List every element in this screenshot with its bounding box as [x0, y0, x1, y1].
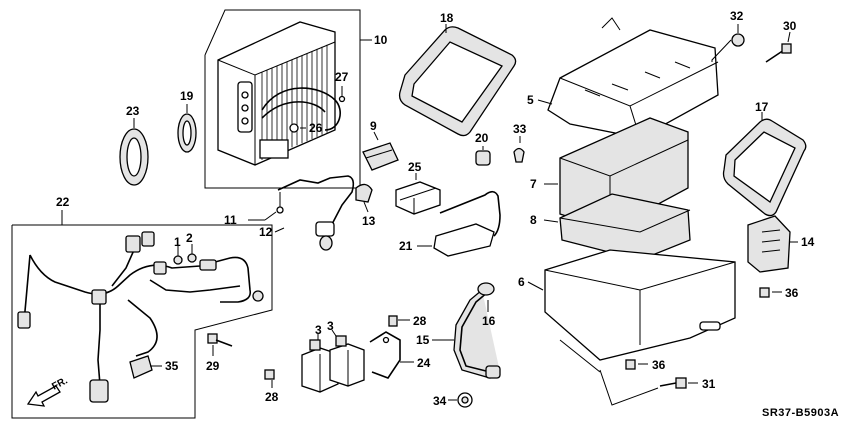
bracket-24: 24 [369, 331, 431, 379]
clamp-34: 34 [433, 392, 473, 408]
callout-11: 11 [224, 213, 237, 227]
callout-35: 35 [165, 359, 179, 373]
evaporator-group: 10 27 26 [204, 9, 388, 189]
callout-2: 2 [186, 231, 193, 245]
callout-15: 15 [416, 333, 430, 347]
wire-harness-22: 22 1 2 [11, 195, 273, 419]
callout-31: 31 [702, 377, 716, 391]
sensor-35: 35 [129, 355, 179, 379]
callout-5: 5 [527, 93, 534, 107]
callout-6: 6 [518, 275, 525, 289]
callout-21: 21 [399, 239, 413, 253]
lower-case-6: 6 [518, 249, 736, 373]
callout-14: 14 [801, 235, 815, 249]
callout-27: 27 [335, 70, 349, 84]
callout-36-right: 36 [785, 286, 799, 300]
callout-18: 18 [440, 11, 454, 25]
callout-7: 7 [530, 177, 537, 191]
thermostat-11: 11 12 [224, 175, 355, 251]
nut-32: 32 [711, 9, 745, 62]
evaporator-core [217, 21, 341, 166]
actuator-21: 21 [399, 190, 501, 257]
callout-30: 30 [783, 19, 797, 33]
callout-17: 17 [755, 100, 769, 114]
screw-36-right: 36 [759, 286, 799, 300]
callout-3-right: 3 [327, 319, 334, 333]
callout-19: 19 [180, 89, 194, 103]
front-direction-arrow: FR. [26, 375, 70, 407]
diagram-code: SR37-B5903A [762, 407, 839, 419]
bolt-31: 31 [599, 369, 716, 406]
callout-16: 16 [482, 314, 496, 328]
screw-30: 30 [765, 19, 797, 63]
screw-28-upper: 28 [388, 314, 427, 328]
grommet-19: 19 [177, 89, 197, 153]
grommet-23: 23 [119, 104, 149, 186]
clip-9: 9 [362, 119, 399, 171]
relay-3-right: 3 [327, 319, 365, 387]
callout-13: 13 [362, 214, 376, 228]
callout-28-upper: 28 [413, 314, 427, 328]
seal-18: 18 [398, 11, 517, 137]
drain-hose-15: 16 15 [416, 282, 501, 379]
callout-10: 10 [374, 33, 388, 47]
callout-26: 26 [309, 121, 323, 135]
callout-22: 22 [56, 195, 70, 209]
callout-25: 25 [408, 160, 422, 174]
callout-9: 9 [370, 119, 377, 133]
middle-case-7: 7 [530, 117, 689, 231]
filter-8: 8 [530, 193, 691, 261]
screw-28-lower: 28 [264, 369, 279, 404]
relay-3-left: 3 [301, 323, 339, 393]
motor-20: 20 [475, 131, 491, 166]
callout-8: 8 [530, 213, 537, 227]
clip-33: 33 [513, 122, 527, 163]
callout-3-left: 3 [315, 323, 322, 337]
front-direction-label: FR. [50, 375, 70, 392]
callout-36-lower: 36 [652, 358, 666, 372]
callout-34: 34 [433, 394, 447, 408]
callout-32: 32 [730, 9, 744, 23]
callout-20: 20 [475, 131, 489, 145]
seal-17: 17 [722, 100, 807, 217]
upper-case-5: 5 [527, 17, 719, 139]
screw-36-lower: 36 [625, 358, 666, 372]
bracket-14: 14 [747, 215, 815, 273]
callout-23: 23 [126, 104, 140, 118]
connector-25: 25 [395, 160, 441, 215]
callout-29: 29 [206, 359, 220, 373]
screw-29: 29 [206, 333, 233, 373]
callout-24: 24 [417, 356, 431, 370]
callout-12: 12 [259, 225, 273, 239]
callout-33: 33 [513, 122, 527, 136]
callout-1: 1 [174, 235, 181, 249]
callout-28-lower: 28 [265, 390, 279, 404]
clip-13: 13 [355, 183, 376, 228]
